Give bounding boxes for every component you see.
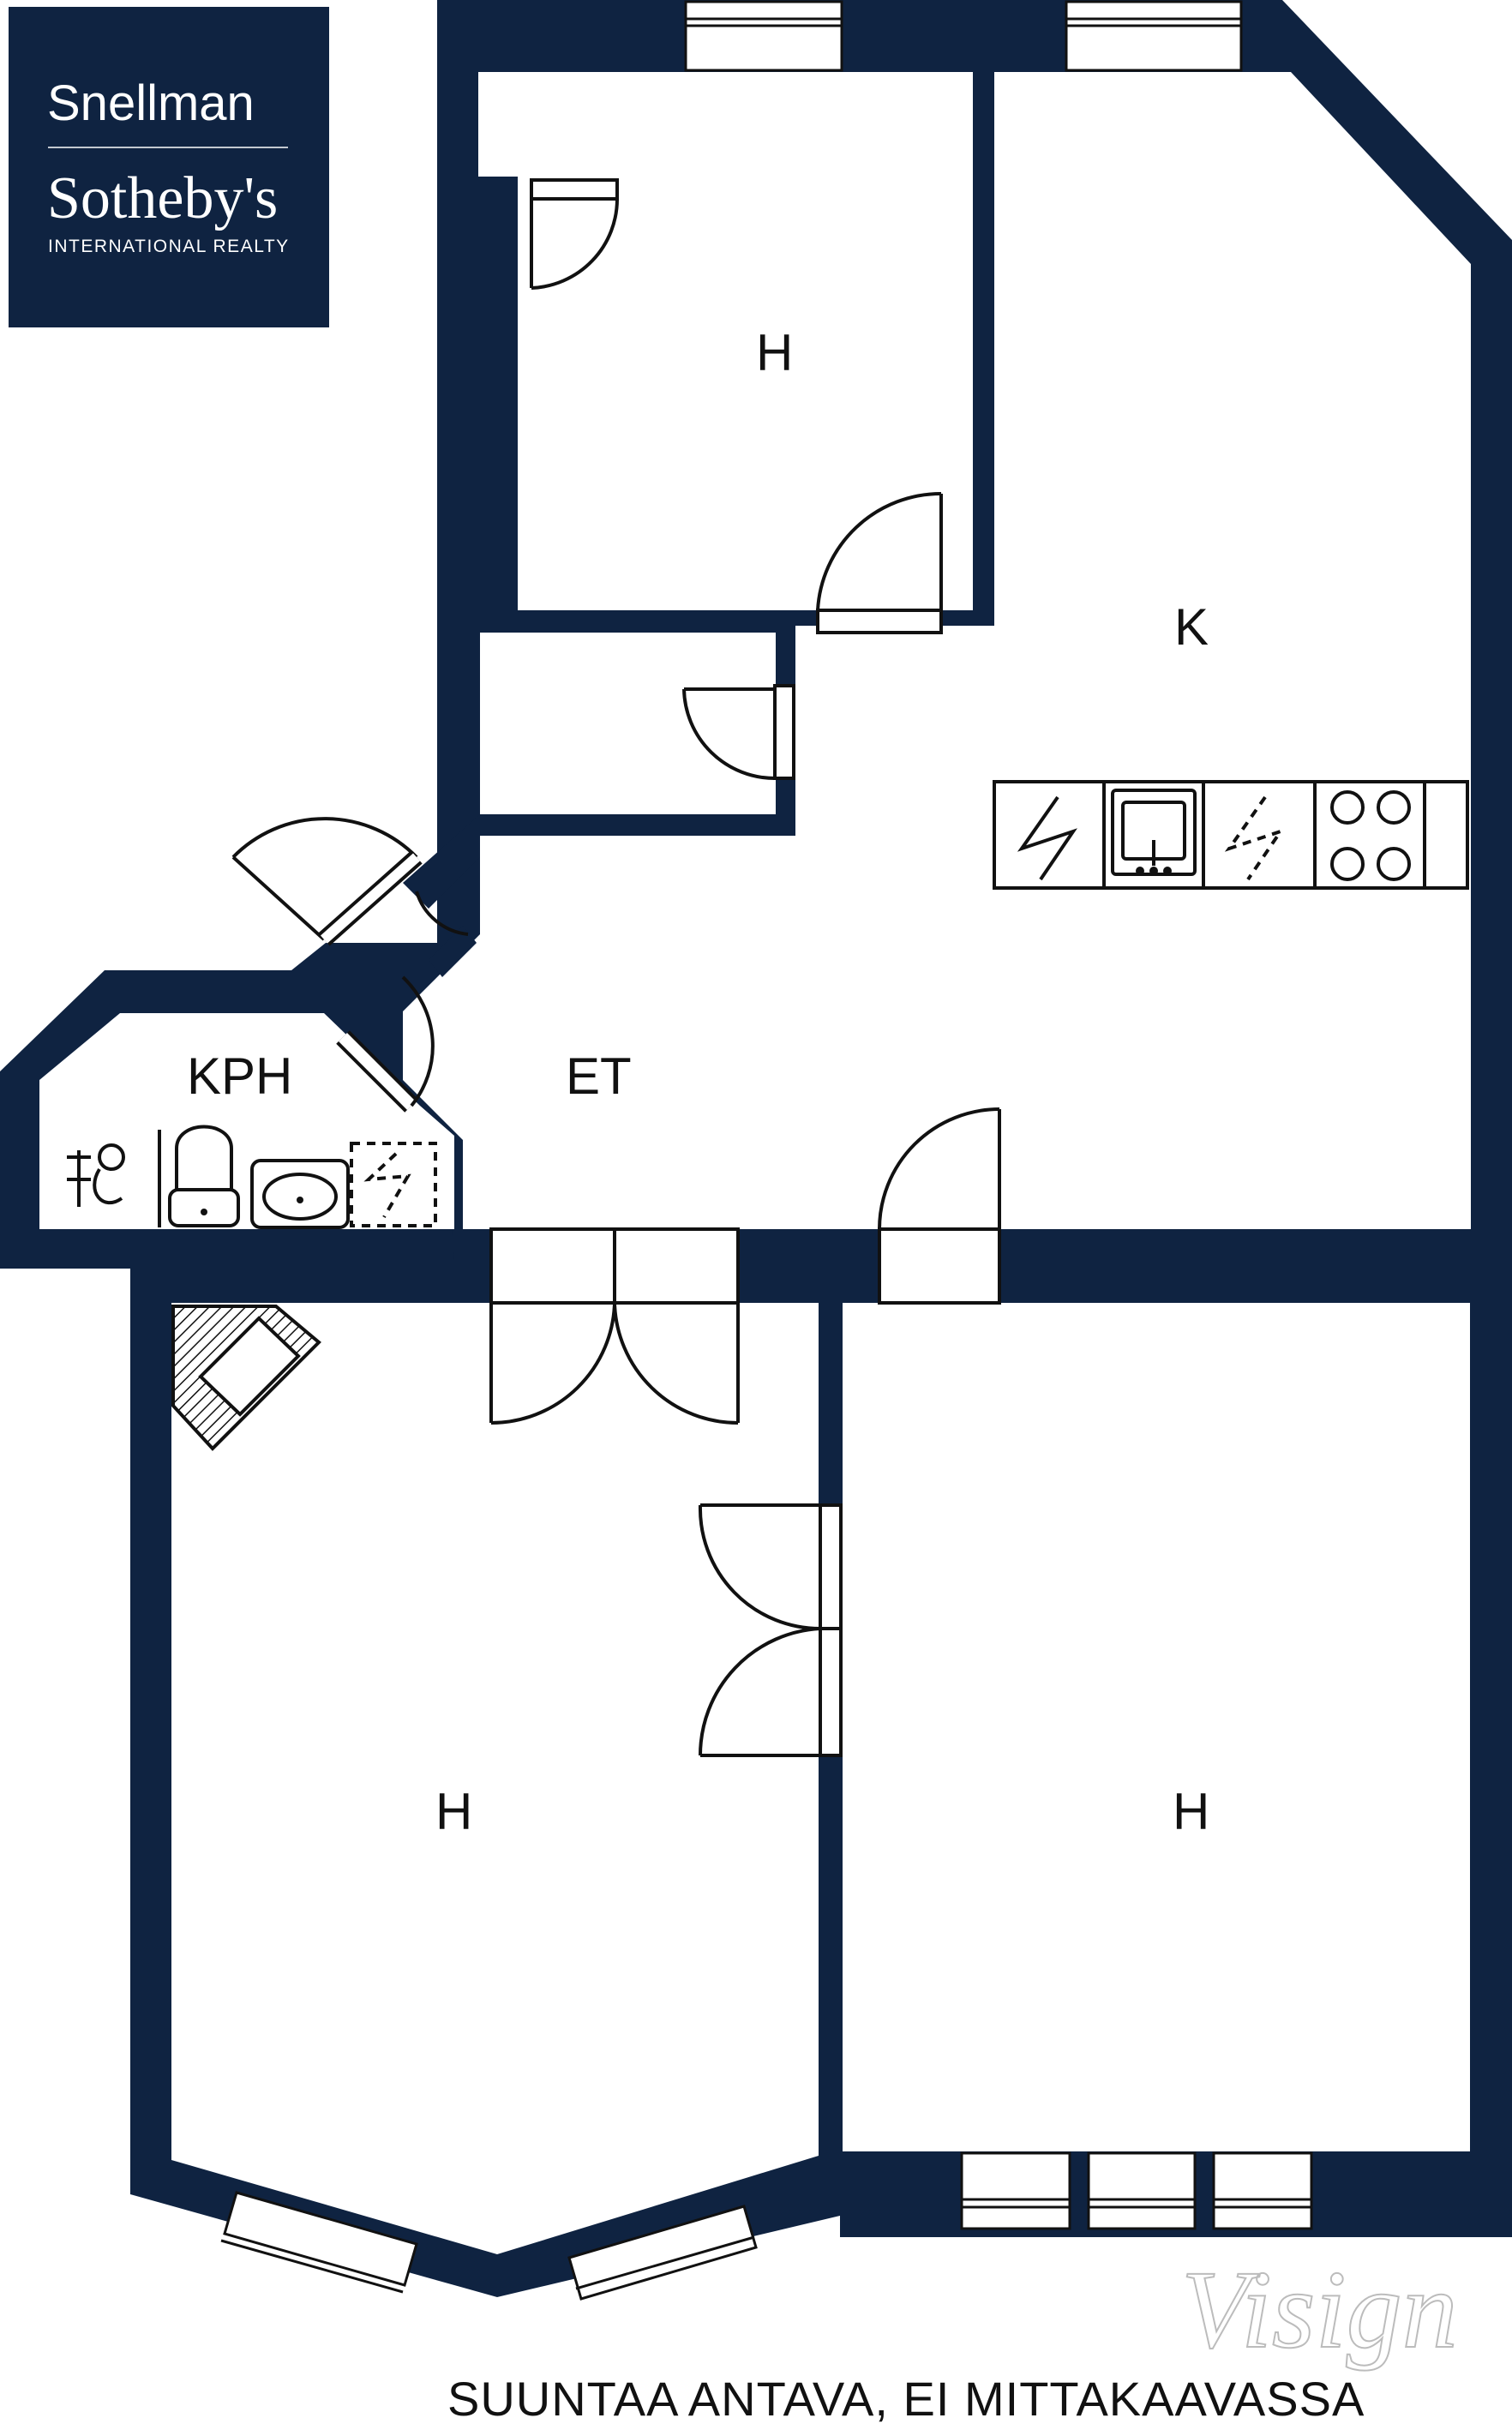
appliance-icon — [1224, 795, 1285, 881]
room-label-bedroom-left: H — [435, 1783, 472, 1840]
window-bottom-right-3 — [1212, 2151, 1313, 2230]
logo-line3: INTERNATIONAL REALTY — [48, 237, 290, 256]
logo-line2: Sotheby's — [47, 165, 278, 231]
kitchen-counter — [993, 780, 1469, 890]
logo-background — [9, 7, 329, 327]
fireplace-icon — [171, 1305, 321, 1451]
room-labels: H K ET KPH H H — [187, 324, 1209, 1840]
door-bathroom — [336, 975, 435, 1113]
appliance-icon — [350, 1142, 437, 1227]
window-top-bedroom — [684, 0, 843, 72]
walls — [0, 0, 1512, 2297]
doors — [231, 178, 1001, 1757]
door-closet-top — [530, 178, 619, 290]
room-label-bedroom-top: H — [756, 324, 793, 381]
toilet-icon — [168, 1125, 240, 1227]
window-bottom-right-1 — [960, 2151, 1071, 2230]
window-bay-right — [567, 2205, 758, 2301]
logo: Snellman Sotheby's INTERNATIONAL REALTY — [9, 7, 329, 327]
sink-icon — [250, 1159, 350, 1229]
door-bedroom-right-hall — [878, 1107, 1001, 1305]
door-between-bedrooms — [698, 1503, 843, 1757]
door-bedroom-left-double — [489, 1227, 740, 1425]
door-bedroom-top — [816, 491, 943, 634]
stove-icon — [1330, 790, 1411, 881]
kitchen-sink-icon — [1111, 789, 1197, 876]
windows — [220, 0, 1313, 2301]
room-label-bathroom: KPH — [187, 1047, 292, 1105]
door-entrance — [231, 817, 469, 946]
shower-icon — [67, 1143, 125, 1207]
window-bottom-right-2 — [1087, 2151, 1197, 2230]
door-wardrobe — [682, 684, 795, 780]
watermark: Visign — [1181, 2248, 1458, 2372]
appliance-icon — [1017, 795, 1077, 881]
window-top-kitchen — [1065, 0, 1243, 72]
room-label-kitchen: K — [1174, 598, 1209, 656]
footer-note: SUUNTAA ANTAVA, EI MITTAKAAVASSA — [447, 2372, 1365, 2426]
window-bay-left — [220, 2191, 418, 2294]
room-label-bedroom-right: H — [1173, 1783, 1209, 1840]
room-label-hall: ET — [566, 1047, 632, 1105]
logo-line1: Snellman — [47, 75, 255, 131]
bathroom-fixtures — [67, 1125, 437, 1229]
